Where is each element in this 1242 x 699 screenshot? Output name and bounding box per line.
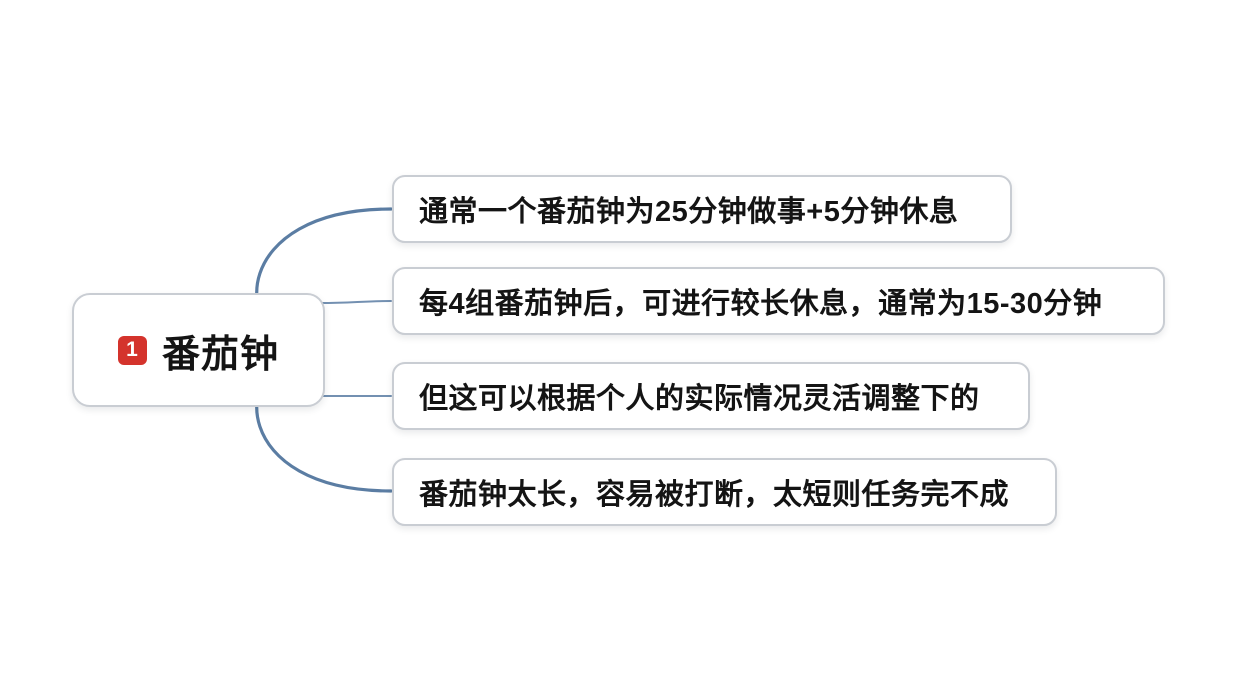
subtopic-3[interactable]: 但这可以根据个人的实际情况灵活调整下的 <box>392 362 1030 430</box>
subtopic-4-label: 番茄钟太长，容易被打断，太短则任务完不成 <box>419 479 1010 511</box>
subtopic-1-label: 通常一个番茄钟为25分钟做事+5分钟休息 <box>419 196 959 228</box>
subtopic-3-label: 但这可以根据个人的实际情况灵活调整下的 <box>419 383 980 415</box>
root-topic[interactable]: 1 番茄钟 <box>72 293 325 407</box>
priority-1-icon: 1 <box>117 335 147 365</box>
subtopic-2[interactable]: 每4组番茄钟后，可进行较长休息，通常为15-30分钟 <box>392 267 1165 335</box>
subtopic-1[interactable]: 通常一个番茄钟为25分钟做事+5分钟休息 <box>392 175 1012 243</box>
subtopic-4[interactable]: 番茄钟太长，容易被打断，太短则任务完不成 <box>392 458 1057 526</box>
connector-root-to-subtopic-2 <box>319 300 392 304</box>
priority-1-icon-number: 1 <box>126 338 139 361</box>
root-topic-label: 番茄钟 <box>161 333 279 376</box>
subtopic-2-label: 每4组番茄钟后，可进行较长休息，通常为15-30分钟 <box>419 288 1103 320</box>
